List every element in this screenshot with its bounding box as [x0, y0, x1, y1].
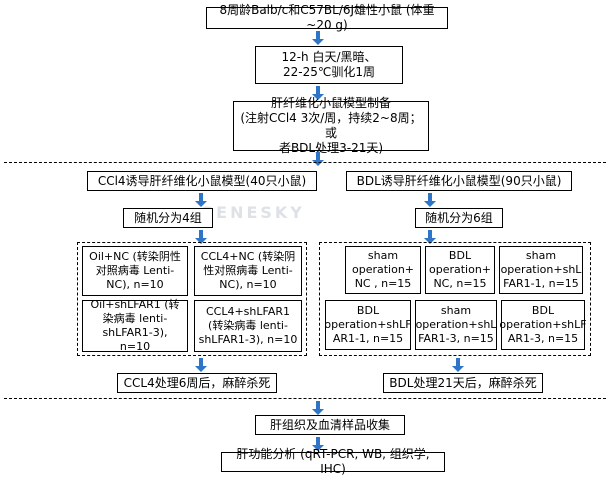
ccl4-group-box: CCL4+shLFAR1 (转染病毒 lenti- shLFAR1-3), n=…: [194, 300, 302, 352]
arrow-down-icon: [312, 31, 324, 45]
bdl-random-box: 随机分为6组: [415, 208, 503, 228]
arrow-down-icon: [312, 152, 324, 166]
arrow-down-icon: [195, 193, 207, 207]
arrow-down-icon: [424, 193, 436, 207]
arrow-down-icon: [312, 401, 324, 415]
bdl-group-box: sham operation+shL FAR1-3, n=15: [415, 300, 497, 350]
ccl4-end-box: CCL4处理6周后，麻醉杀死: [117, 373, 277, 393]
arrow-down-icon: [312, 86, 324, 100]
arrow-down-icon: [195, 230, 207, 244]
acclimation-box: 12-h 白天/黑暗、 22-25℃驯化1周: [255, 46, 403, 84]
model-preparation-box: 肝纤维化小鼠模型制备 (注射CCl4 3次/周，持续2~8周；或 者BDL处理3…: [233, 96, 429, 155]
bdl-group-box: sham operation+shL FAR1-1, n=15: [499, 246, 583, 294]
divider-line: [4, 162, 606, 163]
divider-line: [4, 398, 606, 399]
sample-collection-box: 肝组织及血清样品收集: [255, 415, 405, 435]
ccl4-groups-container: [77, 242, 307, 356]
bdl-groups-container: [319, 242, 591, 356]
ccl4-group-box: Oil+NC (转染阴性 对照病毒 Lenti- NC), n=10: [82, 246, 188, 296]
bdl-group-box: BDL operation+shLF AR1-1, n=15: [324, 300, 412, 350]
bdl-end-box: BDL处理21天后，麻醉杀死: [383, 373, 543, 393]
arrow-down-icon: [424, 230, 436, 244]
bdl-group-box: sham operation+ NC , n=15: [345, 246, 421, 294]
arrow-down-icon: [312, 437, 324, 451]
arrow-down-icon: [452, 358, 464, 372]
bdl-group-box: BDL operation+shLF AR1-3, n=15: [499, 300, 587, 350]
function-analysis-box: 肝功能分析 (qRT-PCR, WB, 组织学, IHC): [221, 447, 445, 476]
bdl-group-box: BDL operation+ NC, n=15: [425, 246, 495, 294]
bdl-model-box: BDL诱导肝纤维化小鼠模型(90只小鼠): [346, 171, 572, 191]
watermark: GENESKY: [200, 203, 305, 222]
arrow-down-icon: [195, 358, 207, 372]
ccl4-group-box: CCL4+NC (转染阴 性对照病毒 Lenti- NC), n=10: [194, 246, 302, 296]
ccl4-random-box: 随机分为4组: [123, 208, 213, 228]
ccl4-model-box: CCl4诱导肝纤维化小鼠模型(40只小鼠): [87, 171, 317, 191]
mouse-selection-box: 8周龄Balb/c和C57BL/6J雄性小鼠 (体重~20 g): [206, 3, 448, 32]
ccl4-group-box: Oil+shLFAR1 (转 染病毒 lenti- shLFAR1-3), n=…: [82, 298, 188, 353]
